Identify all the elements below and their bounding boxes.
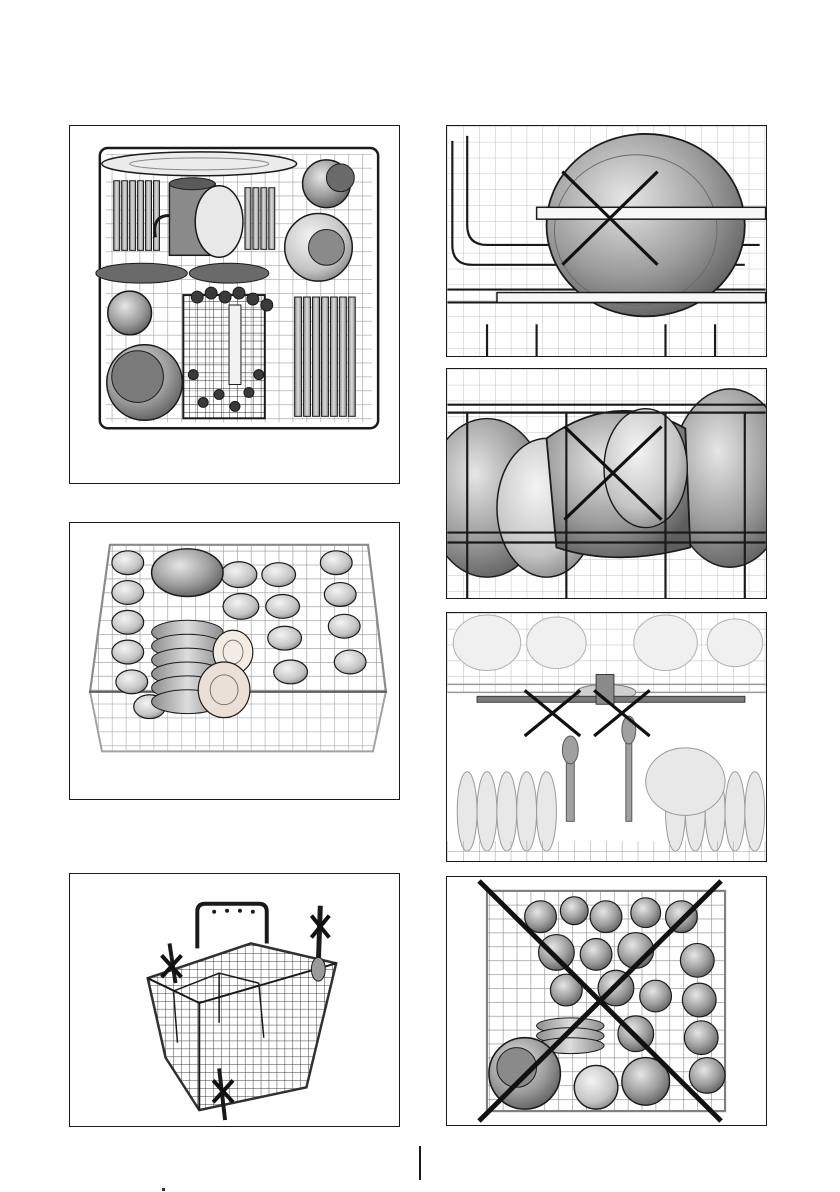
page-divider [419,1146,421,1180]
rack-illustration [447,369,766,598]
figure-large-bowl-blocking [446,125,767,357]
figure-bowls-blocking-spray [446,368,767,599]
rack-illustration [447,126,766,356]
crop-mark [162,1188,165,1191]
rack-illustration [447,613,766,861]
basket-illustration [70,874,399,1126]
figure-rack-loaded-cups-bowls [69,522,400,800]
figure-rack-loaded-pots-plates [69,125,400,484]
rack-illustration [70,523,399,799]
figure-utensils-blocking-spray [446,612,767,862]
rack-illustration [447,877,766,1125]
figure-cutlery-basket-wrong [69,873,400,1127]
rack-illustration [70,126,399,483]
figure-overloaded-rack [446,876,767,1126]
